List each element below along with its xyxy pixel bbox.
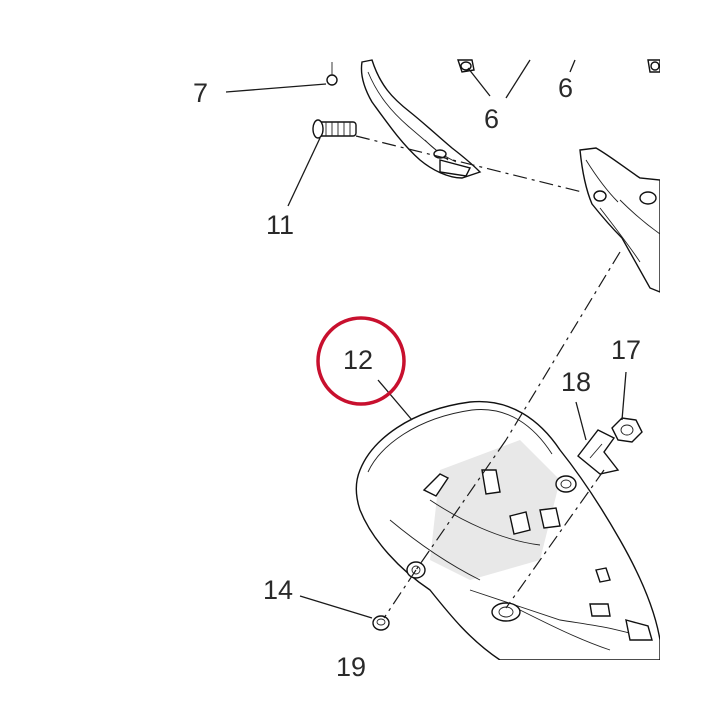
callout-14: 14 (263, 575, 294, 605)
highlight-circle (316, 316, 406, 406)
callout-17: 17 (611, 335, 642, 365)
cover-part-12 (355, 400, 661, 661)
callout-6-left: 6 (484, 104, 500, 134)
callout-18: 18 (561, 367, 592, 397)
right-edge-mask (660, 0, 720, 720)
upper-bracket-part (360, 59, 482, 179)
callout-6-right: 6 (558, 73, 574, 103)
callout-7: 7 (193, 78, 209, 108)
right-bracket-part (579, 147, 661, 294)
assembly-centerlines (355, 135, 621, 619)
screw-14 (372, 615, 390, 631)
callout-11: 11 (266, 210, 295, 240)
callout-19-clip: 19 (330, 654, 380, 681)
callout-leaders (225, 59, 627, 619)
clip-18 (577, 429, 620, 475)
nut-17 (611, 417, 643, 443)
nut-6-parts (457, 59, 661, 73)
bottom-edge-mask (0, 660, 720, 720)
screw-7 (326, 62, 338, 86)
callout-19: 19 (336, 652, 367, 682)
bolt-11 (312, 119, 357, 139)
callout-12: 12 (343, 345, 374, 375)
